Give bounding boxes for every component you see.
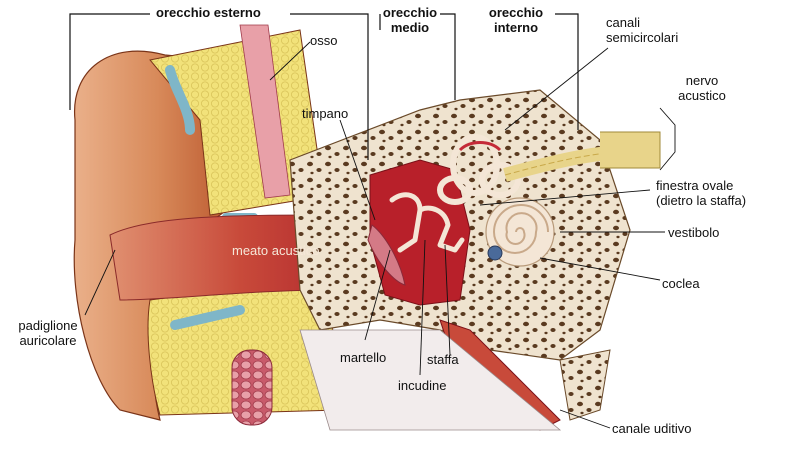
label-cochlea: coclea <box>662 276 700 291</box>
label-acoustic-nerve: nervo acustico <box>672 73 732 103</box>
label-nerve-line1: nervo <box>685 73 719 88</box>
label-eardrum: timpano <box>302 106 349 121</box>
label-pinna-line2: auricolare <box>19 333 77 348</box>
leader-lines <box>84 41 676 429</box>
label-ear-canal: meato acustico <box>232 243 320 258</box>
label-oval-window-line2: (dietro la staffa) <box>656 193 747 208</box>
header-middle-ear: orecchio medio <box>378 5 442 35</box>
label-stirrup: staffa <box>427 352 459 367</box>
label-hammer: martello <box>340 350 387 365</box>
bone-strip <box>239 24 291 199</box>
label-eustachian-tube: canale uditivo <box>612 421 692 436</box>
header-inner-ear-line1: orecchio <box>488 5 544 20</box>
region-brackets <box>69 13 579 160</box>
label-nerve-line2: acustico <box>678 88 726 103</box>
label-anvil: incudine <box>398 378 447 393</box>
label-semicircular-line2: semicircolari <box>606 30 679 45</box>
label-bone: osso <box>310 33 338 48</box>
label-pinna-line1: padiglione <box>18 318 78 333</box>
semicircular-canals <box>437 134 521 205</box>
header-middle-ear-line2: medio <box>390 20 430 35</box>
label-pinna: padiglione auricolare <box>8 318 88 348</box>
label-semicircular-line1: canali <box>606 15 640 30</box>
header-inner-ear: orecchio interno <box>480 5 552 35</box>
header-middle-ear-line1: orecchio <box>382 5 438 20</box>
eardrum-shape <box>367 224 406 286</box>
label-vestibule: vestibolo <box>668 225 720 240</box>
cochlea-shape <box>485 197 555 267</box>
label-semicircular-canals: canali semicircolari <box>606 15 678 45</box>
label-oval-window: finestra ovale (dietro la staffa) <box>656 178 746 208</box>
label-oval-window-line1: finestra ovale <box>656 178 734 193</box>
header-outer-ear: orecchio esterno <box>156 5 261 20</box>
header-inner-ear-line2: interno <box>493 20 539 35</box>
